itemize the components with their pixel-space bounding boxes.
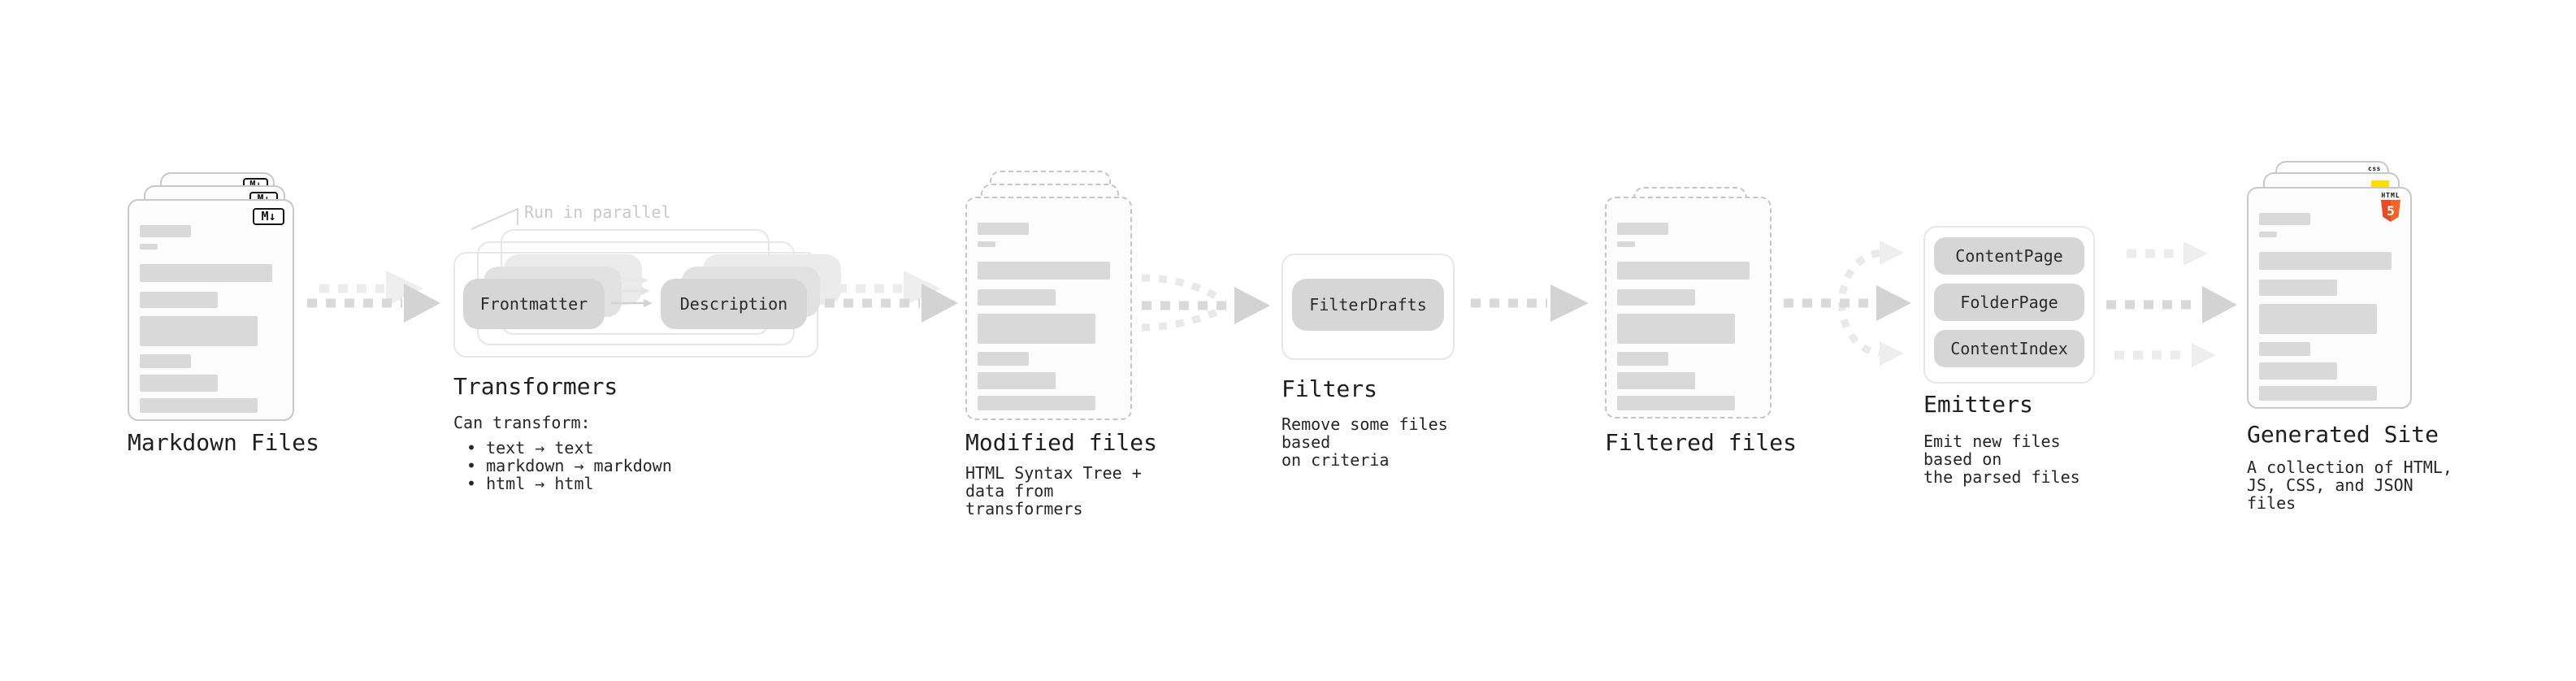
- skeleton-text-bar: [2259, 280, 2337, 296]
- skeleton-text-bar: [978, 262, 1110, 280]
- generated-site-label: Generated Site: [2247, 421, 2439, 448]
- filters-label: Filters: [1281, 375, 1378, 402]
- skeleton-text-bar: [2259, 213, 2310, 225]
- run-in-parallel-leader-line: [471, 207, 518, 230]
- emitters-description: Emit new files based on the parsed files: [1923, 432, 2080, 487]
- filter-drafts-box: FilterDrafts: [1292, 279, 1444, 331]
- skeleton-text-bar: [978, 396, 1095, 410]
- skeleton-text-bar: [978, 223, 1029, 235]
- skeleton-text-bar: [978, 314, 1095, 344]
- html5-icon-number: 5: [2387, 202, 2395, 219]
- content-index-label: ContentIndex: [1950, 339, 2068, 358]
- transform-bullet: • html → html: [466, 474, 594, 493]
- skeleton-text-bar: [2259, 252, 2392, 270]
- document-skeleton: [129, 201, 293, 413]
- skeleton-text-bar: [1617, 396, 1735, 410]
- skeleton-text-bar: [1617, 241, 1635, 247]
- skeleton-text-bar: [978, 372, 1056, 389]
- skeleton-text-bar: [1617, 289, 1695, 306]
- generated-site-description: A collection of HTML, JS, CSS, and JSON …: [2247, 458, 2452, 513]
- markdown-icon: M↓: [253, 208, 284, 225]
- arrows-emitters-to-site: [2106, 241, 2237, 367]
- content-page-label: ContentPage: [1955, 246, 2063, 266]
- content-index-box: ContentIndex: [1934, 330, 2084, 367]
- markdown-file-card: M↓: [128, 199, 294, 421]
- frontmatter-box: Frontmatter: [463, 279, 605, 329]
- transform-bullet: • text → text: [466, 438, 594, 458]
- skeleton-text-bar: [140, 316, 258, 346]
- frontmatter-label: Frontmatter: [479, 294, 588, 314]
- transformers-label: Transformers: [453, 373, 618, 400]
- skeleton-text-bar: [1617, 352, 1668, 366]
- skeleton-text-bar: [140, 264, 272, 282]
- stage-filters: FilterDrafts Filters Remove some files b…: [1281, 254, 1477, 481]
- emitters-label: Emitters: [1923, 391, 2033, 418]
- arrow-merge-to-filters: [1141, 274, 1270, 332]
- arrow-markdown-to-transformers: [307, 271, 440, 323]
- folder-page-box: FolderPage: [1934, 284, 2084, 321]
- transform-bullet: • markdown → markdown: [466, 456, 672, 475]
- stage-generated-site: css HTML 5 Generated Site A collection o…: [2247, 161, 2458, 512]
- stage-modified-files: Modified files HTML Syntax Tree + data f…: [965, 171, 1177, 518]
- skeleton-text-bar: [2259, 304, 2377, 334]
- skeleton-text-bar: [1617, 314, 1735, 344]
- description-label: Description: [679, 294, 788, 314]
- transformers-description: Can transform: • text → text • markdown …: [453, 414, 672, 492]
- emitters-frame: [1923, 226, 2095, 384]
- transformer-step-arrows: [611, 276, 653, 307]
- js-badge-icon: [2371, 180, 2389, 189]
- skeleton-text-bar: [2259, 386, 2377, 401]
- html-file-card: HTML 5: [2247, 187, 2412, 409]
- skeleton-text-bar: [1617, 262, 1750, 280]
- filtered-file-card: [1605, 197, 1772, 419]
- skeleton-text-bar: [2259, 232, 2277, 237]
- modified-files-label: Modified files: [965, 429, 1158, 456]
- skeleton-text-bar: [978, 289, 1056, 306]
- filtered-files-label: Filtered files: [1605, 429, 1798, 456]
- document-skeleton: [967, 198, 1130, 410]
- stage-emitters: ContentPage FolderPage ContentIndex Emit…: [1923, 226, 2118, 486]
- document-skeleton: [2249, 189, 2410, 401]
- skeleton-text-bar: [978, 352, 1029, 366]
- html5-icon-shield: 5: [2381, 200, 2400, 222]
- run-in-parallel-note: Run in parallel: [524, 202, 671, 222]
- folder-page-label: FolderPage: [1960, 293, 2058, 312]
- html5-icon: HTML 5: [2380, 193, 2401, 222]
- stage-markdown-files: M↓ M↓ M↓ Markdown Files: [128, 161, 339, 470]
- skeleton-text-bar: [140, 354, 191, 368]
- filter-drafts-label: FilterDrafts: [1309, 295, 1427, 314]
- arrow-transformers-to-modified: [825, 271, 958, 323]
- arrow-filters-to-filtered: [1471, 284, 1589, 322]
- skeleton-text-bar: [2259, 342, 2310, 356]
- filters-description: Remove some files based on criteria: [1281, 414, 1448, 470]
- skeleton-text-bar: [1617, 223, 1668, 235]
- skeleton-text-bar: [140, 375, 218, 392]
- arrow-fanout-to-emitters: [1784, 241, 1911, 366]
- document-skeleton: [1607, 198, 1770, 410]
- skeleton-text-bar: [2259, 362, 2337, 380]
- skeleton-text-bar: [140, 225, 191, 237]
- skeleton-text-bar: [140, 292, 218, 308]
- content-page-box: ContentPage: [1934, 237, 2084, 275]
- stage-transformers: Run in parallel Frontmatter Description …: [453, 202, 841, 494]
- filters-frame: [1281, 254, 1455, 360]
- description-box: Description: [661, 279, 807, 329]
- skeleton-text-bar: [140, 244, 158, 249]
- can-transform-intro: Can transform:: [453, 413, 591, 432]
- modified-file-card: [965, 197, 1132, 420]
- skeleton-text-bar: [978, 241, 995, 247]
- skeleton-text-bar: [1617, 372, 1695, 389]
- skeleton-text-bar: [140, 398, 258, 413]
- stage-filtered-files: Filtered files: [1605, 187, 1816, 463]
- markdown-files-label: Markdown Files: [128, 429, 320, 456]
- modified-files-description: HTML Syntax Tree + data from transformer…: [965, 463, 1142, 518]
- html5-icon-word: HTML: [2381, 192, 2400, 199]
